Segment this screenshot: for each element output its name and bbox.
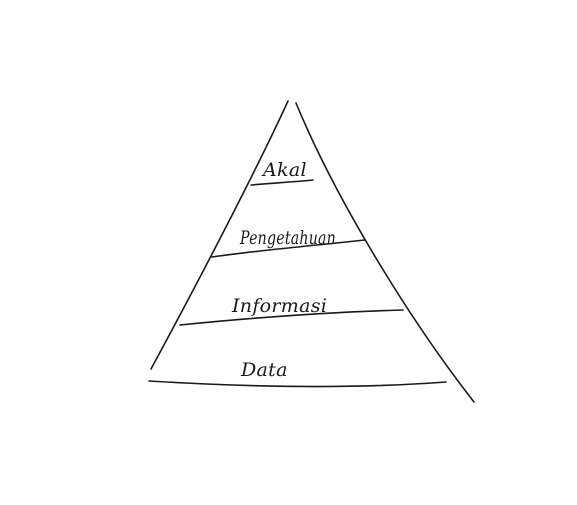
tier-label-pengetahuan: Pengetahuan — [239, 227, 336, 249]
tier-label-data: Data — [240, 359, 288, 381]
tier-divider-3 — [179, 309, 404, 326]
tier-divider-base — [148, 380, 447, 388]
tier-label-akal: Akal — [261, 159, 307, 181]
pyramid-right-edge — [295, 102, 475, 403]
tier-divider-2 — [211, 239, 366, 258]
tier-label-informasi: Informasi — [231, 295, 327, 317]
tier-divider-1 — [250, 179, 314, 186]
pyramid-left-edge — [150, 100, 289, 370]
